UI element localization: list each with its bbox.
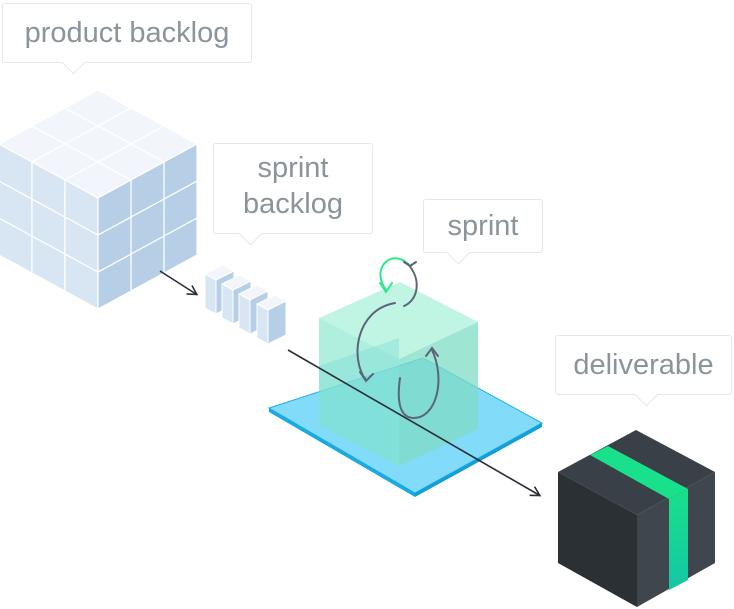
sprint-backlog-slices <box>203 264 288 345</box>
deliverable-label: deliverable <box>555 335 732 407</box>
deliverable-box <box>558 430 715 607</box>
arrow-icon <box>287 349 542 497</box>
arrow-icon <box>159 270 199 296</box>
sprint-label: sprint <box>423 199 543 265</box>
product-backlog-label: product backlog <box>2 3 252 75</box>
sprint-backlog-slice <box>255 294 288 345</box>
sprint-cube <box>319 282 478 466</box>
backlog-cube <box>63 161 133 237</box>
cycle-arrow-icon <box>356 257 440 420</box>
product-backlog-cube-stack <box>0 89 199 311</box>
sprint-backlog-label: sprint backlog <box>213 143 373 246</box>
